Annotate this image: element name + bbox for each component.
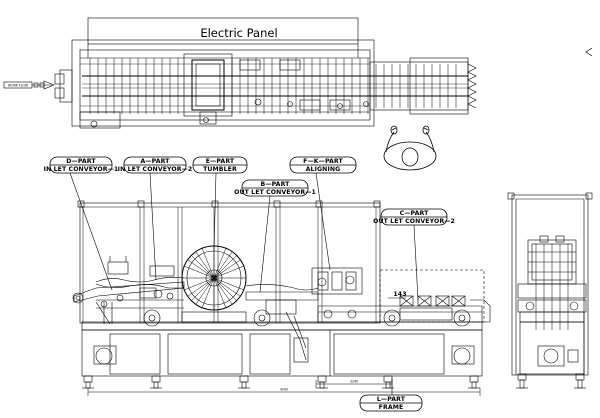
electric-panel-outline <box>87 17 359 45</box>
tag-e-part-code: E—PART <box>206 158 235 165</box>
electric-panel-title: Electric Panel <box>200 26 277 40</box>
plan-inlet-end <box>54 69 73 103</box>
tag-a-part-code: A—PART <box>140 158 170 165</box>
work-flow-label: WORK FLOW <box>8 84 29 88</box>
tag-fk-part-code: F—K—PART <box>303 158 343 165</box>
tag-c-part-code: C—PART <box>400 210 429 217</box>
operator-figure <box>383 125 437 171</box>
tag-c-part-desc: OUT LET CONVEYOR—2 <box>373 218 455 225</box>
callout-tags <box>49 156 448 412</box>
plan-tumbler-block <box>191 59 225 111</box>
tag-b-part-code: B—PART <box>261 181 291 188</box>
tag-l-part-desc: FRAME <box>379 404 404 411</box>
dimension-lines <box>87 297 481 396</box>
tag-l-part-code: L—PART <box>377 396 406 403</box>
dim-small: 143 <box>393 291 406 298</box>
electric-panel-body <box>71 39 375 127</box>
guard-frame <box>79 202 381 324</box>
tag-fk-part-desc: ALIGNING <box>306 166 341 173</box>
front-elevation-view <box>72 200 491 396</box>
dim-overall: 4200 <box>280 388 288 392</box>
dim-inner: 3240 <box>350 380 358 384</box>
machine-frame <box>81 321 483 389</box>
tag-d-part-desc: IN LET CONVEYOR—1 <box>44 166 119 173</box>
tag-b-part-desc: OUT LET CONVEYOR—1 <box>234 189 316 196</box>
tag-a-part-desc: IN LET CONVEYOR—2 <box>118 166 193 173</box>
tag-d-part-code: D—PART <box>66 158 96 165</box>
work-flow-arrow <box>3 80 55 90</box>
inlet-conveyor-section <box>72 256 185 327</box>
top-plan-view <box>3 17 593 129</box>
aligning-section <box>245 267 363 363</box>
tag-e-part-desc: TUMBLER <box>203 166 237 173</box>
plan-rollers <box>89 58 457 114</box>
plan-outlet-end <box>369 57 477 115</box>
side-elevation-view <box>507 192 593 389</box>
